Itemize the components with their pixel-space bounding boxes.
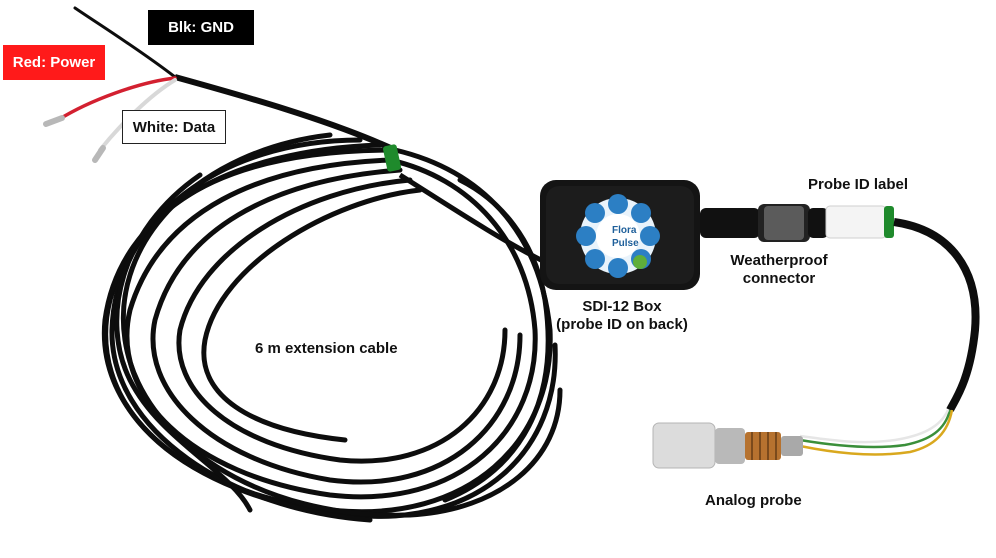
weatherproof-line1: Weatherproof bbox=[730, 252, 828, 269]
gnd-wire-label: Blk: GND bbox=[148, 10, 254, 45]
probe-id-label-caption: Probe ID label bbox=[808, 176, 909, 193]
analog-probe-caption: Analog probe bbox=[705, 492, 802, 509]
florapulse-logo: Flora Pulse bbox=[576, 194, 660, 278]
probe-wires bbox=[799, 409, 954, 456]
probe-id-label-sleeve bbox=[825, 205, 887, 239]
extension-cable-caption: 6 m extension cable bbox=[255, 340, 398, 357]
probe-cable bbox=[893, 218, 980, 412]
sdi-12-box-caption: SDI-12 Box (probe ID on back) bbox=[540, 298, 704, 334]
green-tape-cable bbox=[383, 144, 401, 172]
data-wire-label: White: Data bbox=[122, 110, 226, 144]
green-tape-probe bbox=[884, 206, 894, 238]
cable-to-wires bbox=[174, 74, 397, 153]
weatherproof-connector bbox=[700, 204, 828, 242]
extension-cable-coil bbox=[101, 132, 563, 523]
sdi-line2: (probe ID on back) bbox=[556, 316, 688, 333]
analog-probe bbox=[652, 422, 803, 469]
weatherproof-line2: connector bbox=[742, 270, 816, 287]
sdi-line1: SDI-12 Box bbox=[582, 298, 662, 315]
weatherproof-connector-caption: Weatherproof connector bbox=[722, 252, 836, 288]
logo-line2: Pulse bbox=[612, 238, 639, 249]
cable-to-box bbox=[398, 172, 547, 265]
logo-line1: Flora bbox=[612, 225, 637, 236]
power-wire-label: Red: Power bbox=[3, 45, 105, 80]
